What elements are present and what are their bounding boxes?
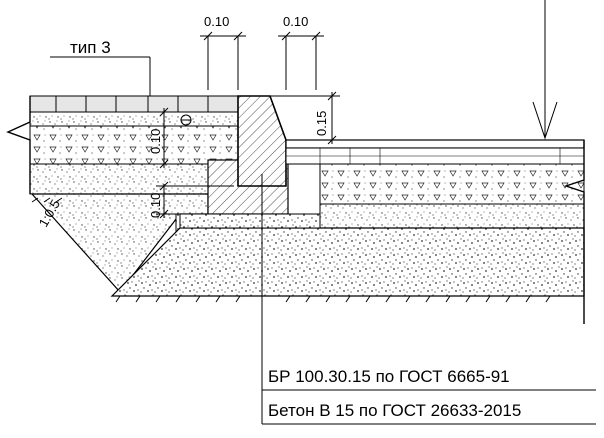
road-sub-base-layer [319,203,585,229]
dim-foundation: 0.10 [148,193,163,218]
dim-curb-width: 0.10 [204,14,229,29]
spec-curb: БР 100.30.15 по ГОСТ 6665-91 [268,367,510,386]
ground-hatch [31,197,551,303]
road-gravel-layer [110,227,585,297]
sidewalk-base-layer [29,125,239,165]
road-asphalt-layer [285,139,585,165]
break-line-right [563,140,585,324]
type-label: тип 3 [70,38,111,57]
sidewalk-sand-layer [29,111,239,127]
spec-concrete: Бетон В 15 по ГОСТ 26633-2015 [268,401,521,420]
dim-layer-left: 0.10 [148,129,163,154]
road-base-layer [319,163,585,205]
curb-stone [237,95,287,187]
sidewalk-tile-layer [29,95,239,113]
dim-curb-reveal: 0.15 [314,111,329,136]
break-line-left [6,96,31,194]
road-bottom-layer [179,213,321,229]
sidewalk-sand-sub-layer [29,163,209,195]
dim-gap-width: 0.10 [283,14,308,29]
dimension-lines [50,0,596,425]
